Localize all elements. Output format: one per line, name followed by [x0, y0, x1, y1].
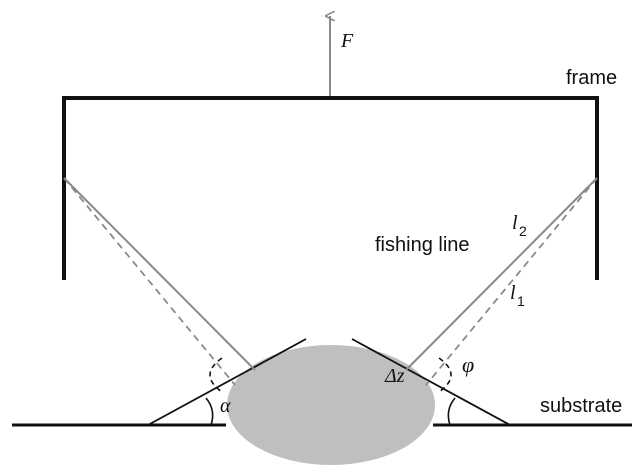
delta-z-label: Δz [384, 365, 405, 387]
phi-label: φ [462, 352, 474, 377]
l2-label: l [512, 212, 518, 234]
frame-label: frame [566, 67, 617, 89]
l2-subscript: 2 [519, 223, 527, 239]
dashed-line-left [63, 177, 236, 386]
droplet [227, 345, 435, 465]
fishing-line-left [63, 177, 256, 371]
fishing-line-right [405, 177, 598, 371]
phi-arc-right [438, 357, 452, 393]
l1-subscript: 1 [517, 293, 525, 309]
tangent-left [147, 338, 307, 426]
substrate-label: substrate [540, 395, 622, 417]
alpha-label: α [220, 395, 231, 417]
phi-arc-left [209, 357, 223, 393]
l1-label: l [510, 282, 516, 304]
force-label: F [340, 30, 354, 52]
fishing-line-label: fishing line [375, 234, 470, 256]
tangent-right [351, 338, 511, 426]
frame [62, 96, 599, 280]
dashed-line-right [425, 177, 598, 386]
alpha-arc-left [205, 397, 214, 426]
alpha-arc-right [447, 397, 456, 426]
